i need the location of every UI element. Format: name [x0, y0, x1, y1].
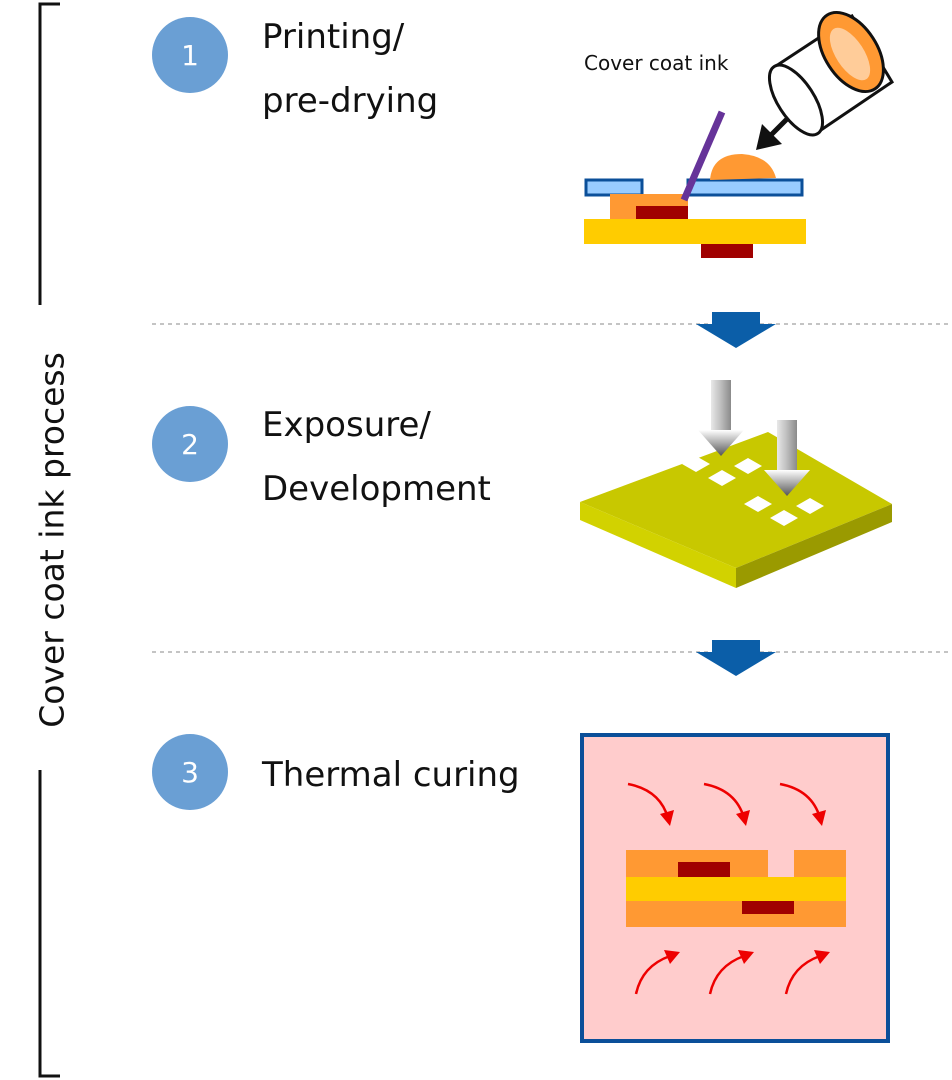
heat-arrows-bottom	[634, 950, 830, 995]
board-top	[580, 432, 892, 568]
board-left-side	[580, 502, 736, 588]
light-arrow-1-icon	[698, 380, 744, 456]
heat-arrow-icon	[703, 782, 750, 826]
process-label: Cover coat ink process	[33, 352, 72, 728]
substrate	[584, 219, 806, 244]
board-right-side	[736, 504, 892, 588]
process-bracket	[38, 2, 60, 1078]
cured-ink-bottom	[626, 901, 846, 927]
squeegee-icon	[680, 110, 726, 202]
ink-blob	[710, 154, 776, 180]
heat-arrow-icon	[708, 950, 754, 995]
pour-arrow-icon	[756, 116, 790, 150]
exposure-illustration	[580, 380, 892, 588]
step-2-title-line-1: Exposure/	[262, 405, 431, 445]
printing-screen-left	[584, 178, 644, 197]
step-2: 2 Exposure/ Development	[152, 405, 491, 509]
step-2-circle	[152, 406, 228, 482]
step-1-title-line-1: Printing/	[262, 17, 405, 57]
ink-label: Cover coat ink	[584, 51, 729, 75]
flow-arrow-2	[696, 640, 776, 676]
thermal-curing-illustration	[580, 733, 890, 1043]
cured-ink-top-right	[794, 850, 846, 878]
printing-screen-right	[686, 178, 804, 197]
step-3-circle	[152, 734, 228, 810]
step-2-number: 2	[181, 428, 199, 461]
flow-arrow-1	[696, 312, 776, 348]
step-1: 1 Printing/ pre-drying	[152, 17, 438, 121]
ink-can-icon	[767, 10, 895, 137]
printing-illustration: Cover coat ink	[584, 10, 895, 258]
step-3-title: Thermal curing	[261, 755, 520, 795]
heat-arrows-top	[627, 782, 826, 826]
heat-arrow-icon	[779, 782, 826, 826]
heat-arrow-icon	[634, 950, 680, 995]
heat-arrow-icon	[627, 782, 674, 826]
light-arrow-2-icon	[764, 420, 810, 496]
step-3-number: 3	[181, 756, 199, 789]
exposed-openings	[682, 456, 824, 526]
copper-trace-bottom	[701, 244, 753, 258]
step-1-number: 1	[181, 39, 199, 72]
heat-arrow-icon	[784, 950, 830, 995]
substrate-cured	[626, 877, 846, 901]
copper-trace-top	[636, 206, 688, 220]
step-2-title-line-2: Development	[262, 469, 491, 509]
step-1-title-line-2: pre-drying	[262, 81, 438, 121]
step-3: 3 Thermal curing	[152, 734, 520, 810]
step-1-circle	[152, 17, 228, 93]
copper-trace-top-cured	[678, 862, 730, 878]
copper-trace-bottom-cured	[742, 901, 794, 914]
